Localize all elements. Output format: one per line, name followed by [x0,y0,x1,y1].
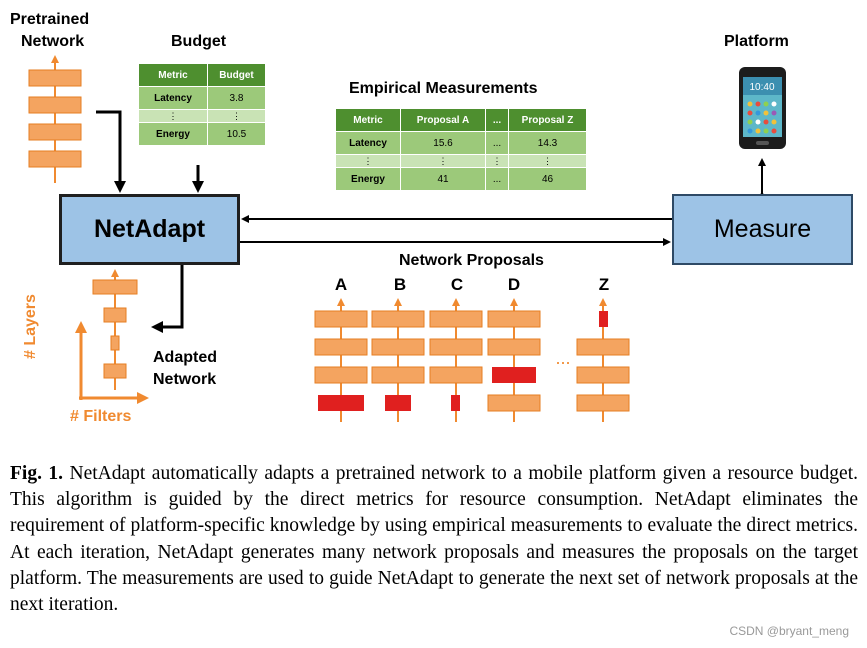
proposal-letter-d: D [508,275,520,294]
netadapt-label: NetAdapt [93,215,206,243]
table-cell: ⋮ [207,109,266,123]
network-proposals-label: Network Proposals [399,252,544,269]
table-header-cell: Metric [138,63,208,87]
proposal-a-stack [314,298,368,422]
table-cell: Latency [335,131,401,155]
table-cell: ... [485,167,509,191]
table-row: Latency 3.8 [138,86,266,110]
table-header-cell: Budget [207,63,266,87]
diagram-canvas: 10:40 A B C D Z ... [28,55,786,422]
table-cell: 15.6 [400,131,486,155]
table-header-cell: Proposal A [400,108,486,132]
table-cell: 3.8 [207,86,266,110]
adapted-label-line1: Adapted [153,349,217,366]
proposal-letter-b: B [394,275,406,294]
filters-axis-label: # Filters [70,408,132,425]
pretrained-to-netadapt-arrow [96,110,126,193]
table-cell: ⋮ [508,154,587,168]
budget-table: Metric Budget Latency 3.8 ⋮ ⋮ Energy 10.… [138,63,266,146]
adapted-network-stack [92,269,138,390]
table-row: Energy 41 ... 46 [335,167,587,191]
table-header-cell: Metric [335,108,401,132]
watermark: CSDN @bryant_meng [729,624,849,638]
table-cell: Latency [138,86,208,110]
table-cell: ⋮ [138,109,208,123]
table-cell: ⋮ [335,154,401,168]
proposal-z-stack [576,298,630,422]
proposal-b-stack [371,298,425,422]
measure-box: Measure [672,194,853,265]
figure-caption: Fig. 1. NetAdapt automatically adapts a … [10,461,858,618]
measure-label: Measure [713,215,812,243]
table-header-cell: ... [485,108,509,132]
phone-clock: 10:40 [749,82,774,93]
layers-axis-label: # Layers [22,294,39,359]
table-cell: 46 [508,167,587,191]
table-cell: ... [485,131,509,155]
table-row: ⋮ ⋮ [138,109,266,123]
table-cell: 41 [400,167,486,191]
netadapt-to-adapted-arrow [151,265,184,333]
platform-label: Platform [724,33,789,50]
pretrained-network-stack [28,55,82,183]
caption-text: NetAdapt automatically adapts a pretrain… [10,463,858,616]
budget-label: Budget [171,33,227,50]
proposal-letter-c: C [451,275,463,294]
table-cell: 10.5 [207,122,266,146]
table-header-cell: Proposal Z [508,108,587,132]
empirical-label: Empirical Measurements [349,80,538,97]
netadapt-box: NetAdapt [59,194,240,265]
layers-filters-axes [75,321,149,404]
proposals-ellipsis: ... [555,348,570,368]
caption-label: Fig. 1. [10,463,64,484]
phone-icon: 10:40 [739,67,786,149]
table-cell: Energy [335,167,401,191]
table-header-row: Metric Proposal A ... Proposal Z [335,108,587,132]
proposal-c-stack [429,298,483,422]
table-row: ⋮ ⋮ ⋮ ⋮ [335,154,587,168]
table-row: Latency 15.6 ... 14.3 [335,131,587,155]
table-header-row: Metric Budget [138,63,266,87]
pretrained-label-line1: Pretrained [10,11,90,28]
table-row: Energy 10.5 [138,122,266,146]
empirical-table: Metric Proposal A ... Proposal Z Latency… [335,108,587,191]
table-cell: Energy [138,122,208,146]
proposal-d-stack [487,298,541,422]
proposal-letter-a: A [335,275,347,294]
adapted-label-line2: Network [153,371,217,388]
table-cell: 14.3 [508,131,587,155]
table-cell: ⋮ [485,154,509,168]
pretrained-label-line2: Network [21,33,85,50]
table-cell: ⋮ [400,154,486,168]
proposal-letter-z: Z [599,275,609,294]
